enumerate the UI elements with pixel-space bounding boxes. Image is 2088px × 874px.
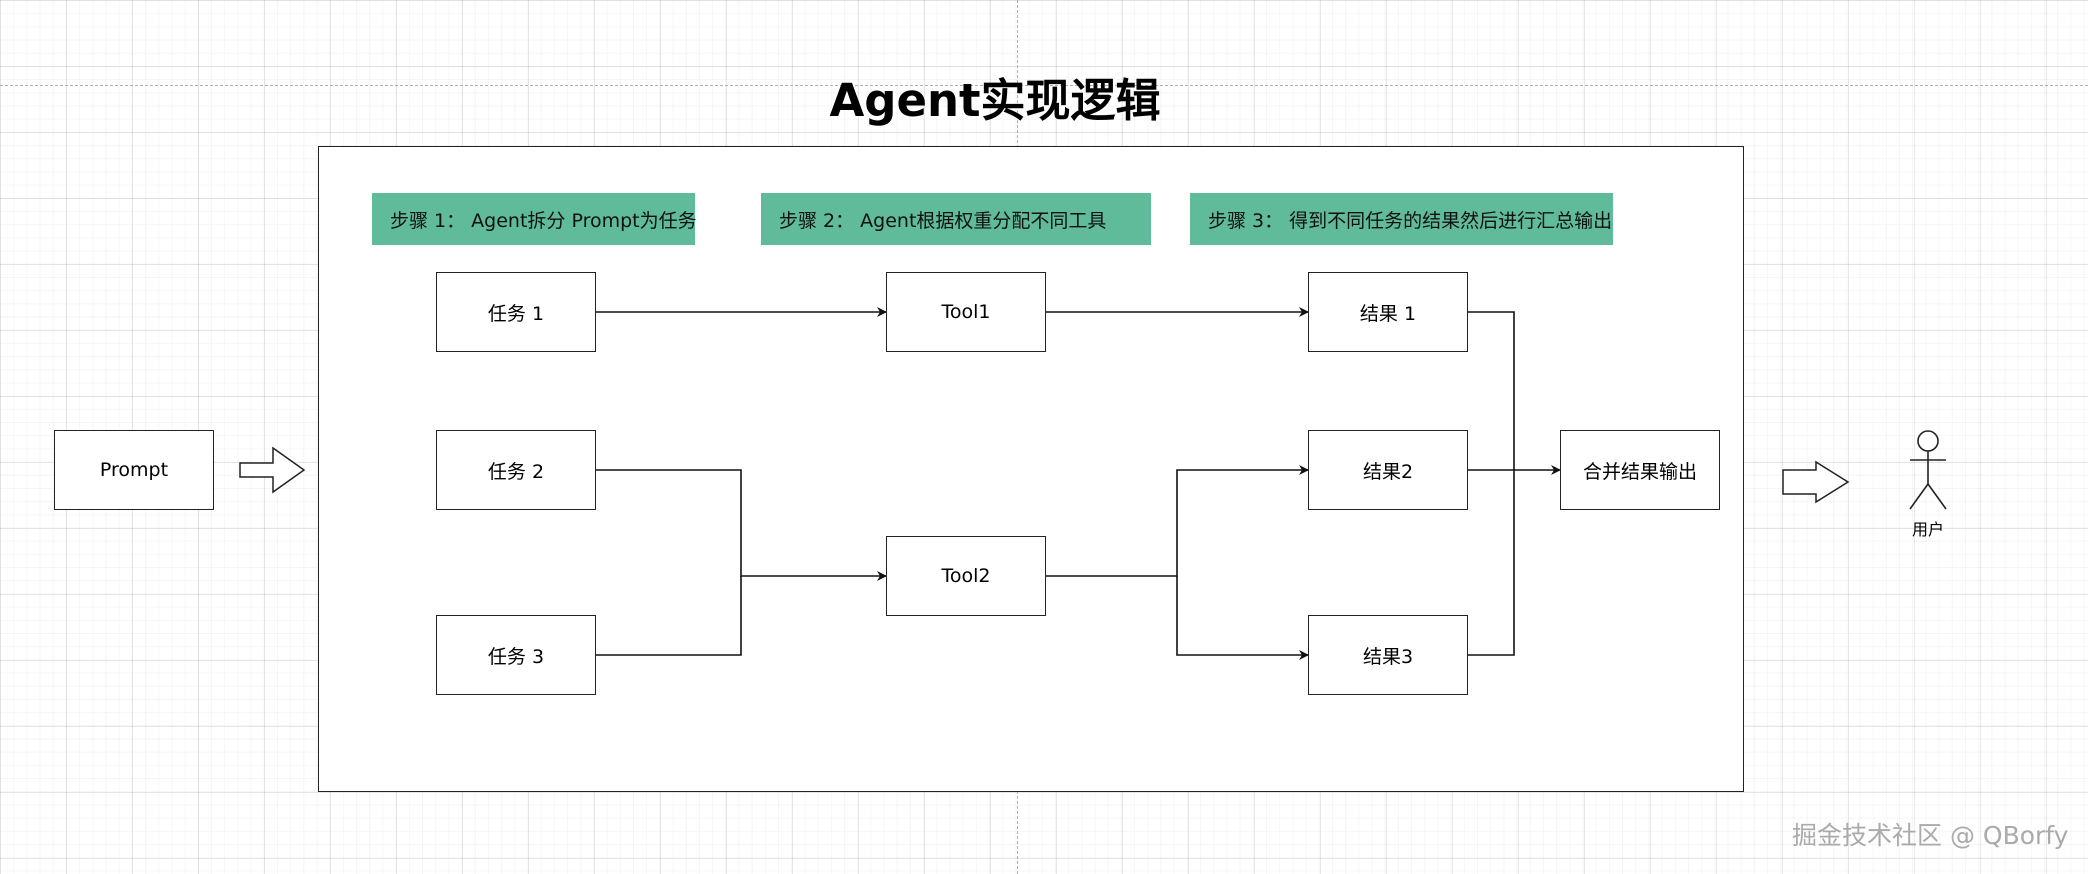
- task-2-node[interactable]: 任务 2: [436, 430, 596, 510]
- step-2-label[interactable]: 步骤 2： Agent根据权重分配不同工具: [761, 193, 1151, 245]
- step-1-label[interactable]: 步骤 1： Agent拆分 Prompt为任务: [372, 193, 697, 245]
- user-icon: [1909, 430, 1947, 510]
- watermark-text: 掘金技术社区 @ QBorfy: [1792, 821, 2069, 850]
- dashed-guide-horizontal: [0, 85, 2088, 86]
- result-2-node[interactable]: 结果2: [1308, 430, 1468, 510]
- result-3-node[interactable]: 结果3: [1308, 615, 1468, 695]
- task-1-node[interactable]: 任务 1: [436, 272, 596, 352]
- merge-output-node[interactable]: 合并结果输出: [1560, 430, 1720, 510]
- result-1-node[interactable]: 结果 1: [1308, 272, 1468, 352]
- prompt-node[interactable]: Prompt: [54, 430, 214, 510]
- tool-1-node[interactable]: Tool1: [886, 272, 1046, 352]
- diagram-title: Agent实现逻辑: [829, 74, 1161, 127]
- tool-2-node[interactable]: Tool2: [886, 536, 1046, 616]
- block-arrow-prompt: [239, 446, 306, 494]
- user-label: 用户: [1911, 520, 1944, 539]
- block-arrow-output: [1782, 460, 1850, 504]
- task-3-node[interactable]: 任务 3: [436, 615, 596, 695]
- step-3-label[interactable]: 步骤 3： 得到不同任务的结果然后进行汇总输出: [1190, 193, 1613, 245]
